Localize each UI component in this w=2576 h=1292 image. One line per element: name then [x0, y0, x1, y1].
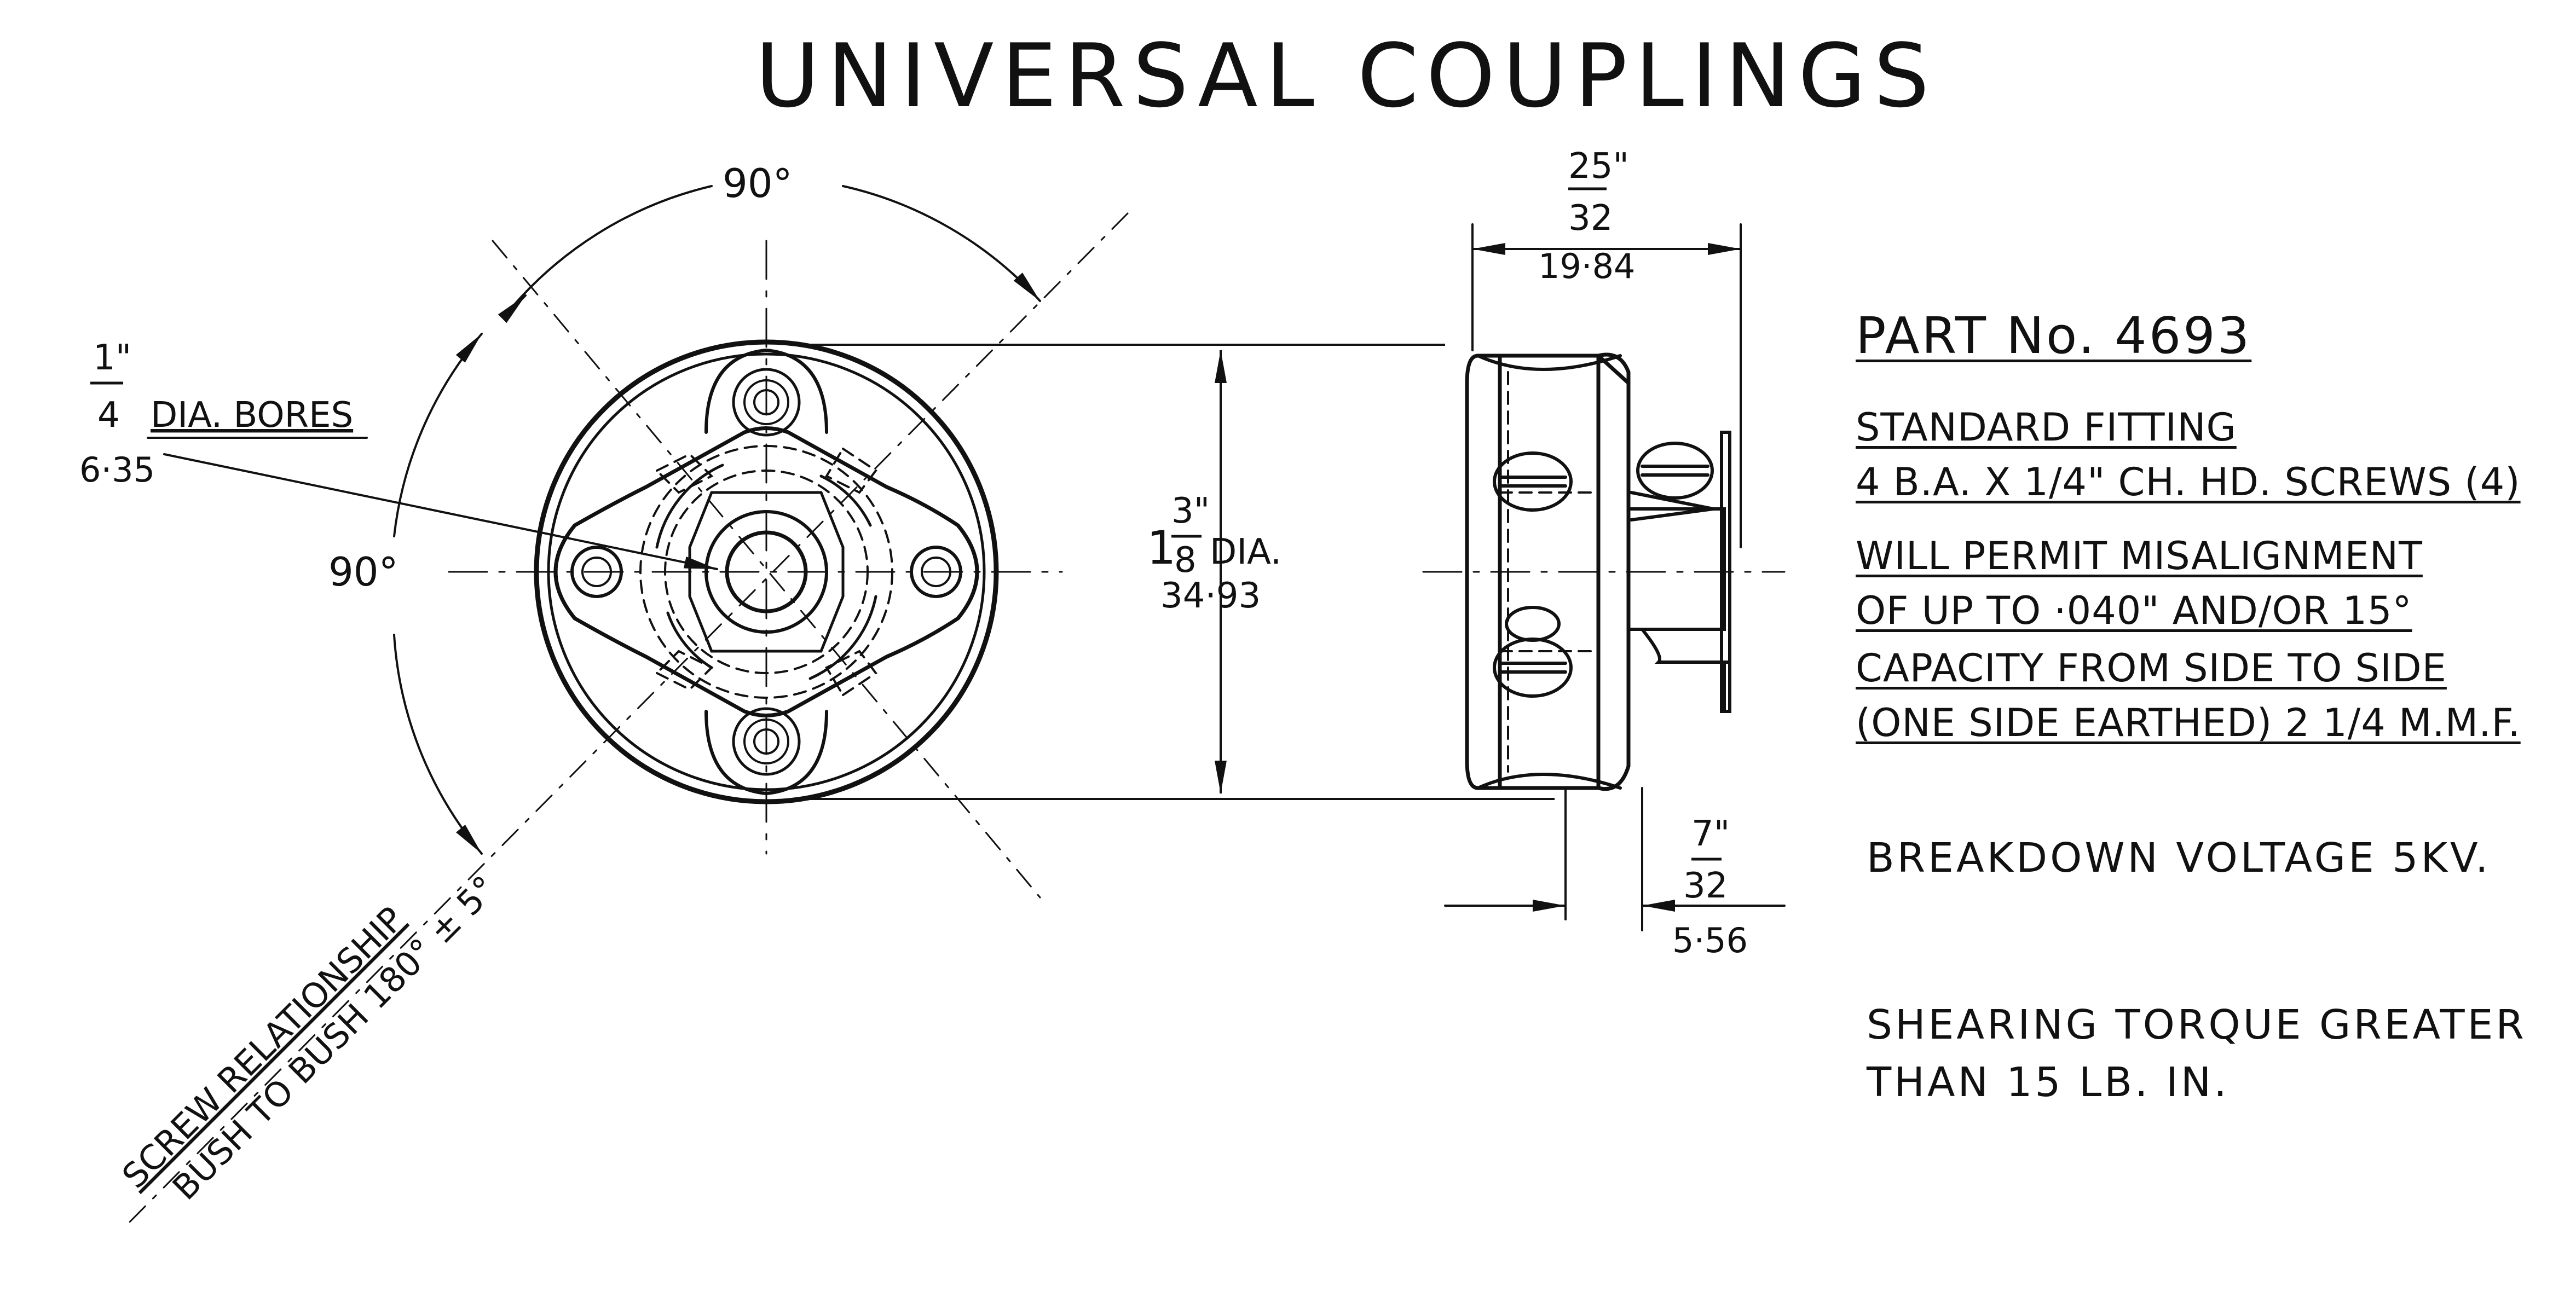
breakdown-voltage-note: BREAKDOWN VOLTAGE 5KV.: [1867, 835, 2491, 882]
spec-line-3: WILL PERMIT MISALIGNMENT: [1856, 534, 2423, 578]
bush-bottom: [704, 707, 828, 796]
hidden-detail: [639, 445, 893, 699]
side-view: [1422, 223, 1786, 931]
screw-head-lower-left: [1493, 606, 1573, 698]
page-title: UNIVERSAL COUPLINGS: [755, 25, 1937, 127]
bush-top: [704, 348, 828, 437]
screw-note-line2: BUSH TO BUSH 180° ± 5°: [165, 868, 505, 1208]
bore-leader: [163, 453, 718, 570]
dia-num: 3": [1171, 491, 1210, 531]
spec-line-6: (ONE SIDE EARTHED) 2 1/4 M.M.F.: [1856, 700, 2521, 745]
hub-mm: 5·56: [1672, 920, 1748, 960]
screw-head-upper-left: [1493, 451, 1573, 512]
hub-num: 7": [1691, 814, 1730, 854]
dia-den: 8: [1174, 540, 1197, 581]
angle-left-label: 90°: [328, 549, 398, 595]
spec-line-1: STANDARD FITTING: [1856, 405, 2237, 450]
bore-mm: 6·35: [79, 450, 155, 490]
spec-line-4: OF UP TO ·040" AND/OR 15°: [1856, 588, 2412, 633]
bore-label: DIA. BORES: [151, 395, 353, 436]
dia-whole: 1: [1147, 521, 1176, 575]
angle-arcs: [393, 185, 1041, 855]
part-number: PART No. 4693: [1856, 306, 2252, 365]
dia-mm: 34·93: [1160, 576, 1261, 616]
width-num: 25": [1568, 146, 1629, 187]
shearing-torque-note-line1: SHEARING TORQUE GREATER: [1867, 1001, 2527, 1048]
width-den: 32: [1568, 198, 1613, 239]
front-view: [125, 185, 1129, 1227]
angle-top-label: 90°: [723, 160, 793, 206]
diamond-flange: [553, 426, 979, 717]
width-mm: 19·84: [1538, 246, 1636, 286]
bore-fraction-den: 4: [97, 395, 120, 436]
bore-fraction-num: 1": [93, 338, 131, 378]
dimension-labels: 90° 90° 1" 4 DIA. BORES 6·35 1 3" 8 DIA.…: [79, 146, 1748, 1208]
outer-flange: [534, 339, 999, 804]
dia-label: DIA.: [1210, 532, 1281, 572]
hub-den: 32: [1683, 866, 1728, 906]
screw-head-right: [1630, 442, 1715, 522]
diameter-dimension: [810, 344, 1555, 800]
shearing-torque-note-line2: THAN 15 LB. IN.: [1867, 1059, 2230, 1106]
spec-line-5: CAPACITY FROM SIDE TO SIDE: [1856, 646, 2447, 691]
screw-note-line1: SCREW RELATIONSHIP: [114, 899, 412, 1196]
side-hub: [1627, 431, 1731, 713]
spec-line-2: 4 B.A. X 1/4" CH. HD. SCREWS (4): [1856, 460, 2521, 505]
